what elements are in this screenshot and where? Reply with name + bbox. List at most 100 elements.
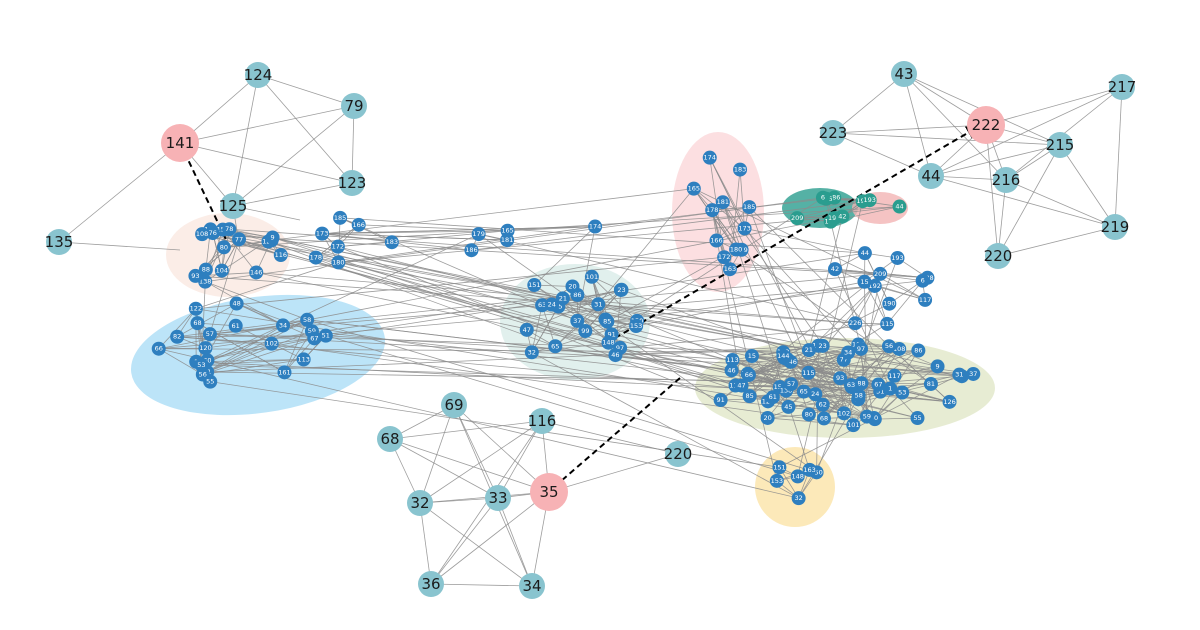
- network-node[interactable]: 174: [588, 219, 603, 234]
- network-node[interactable]: 173: [315, 226, 330, 241]
- network-node[interactable]: 6: [815, 190, 830, 205]
- network-node[interactable]: 165: [686, 181, 701, 196]
- network-node[interactable]: 226: [848, 316, 863, 331]
- network-node[interactable]: 66: [151, 341, 166, 356]
- network-node[interactable]: 181: [500, 233, 515, 248]
- network-node[interactable]: 47: [734, 378, 749, 393]
- network-node[interactable]: 209: [873, 266, 888, 281]
- network-node[interactable]: 80: [801, 407, 816, 422]
- network-node[interactable]: 32: [524, 345, 539, 360]
- subgraph-node[interactable]: 219: [1101, 214, 1130, 240]
- subgraph-node[interactable]: 43: [891, 61, 917, 87]
- network-node[interactable]: 163: [802, 462, 817, 477]
- network-node[interactable]: 15: [857, 274, 872, 289]
- subgraph-node[interactable]: 69: [441, 392, 467, 418]
- subgraph-node[interactable]: 79: [341, 93, 367, 119]
- subgraph-node[interactable]: 32: [407, 490, 433, 516]
- subgraph-node[interactable]: 35: [530, 473, 568, 511]
- network-node[interactable]: 209: [790, 211, 805, 226]
- network-node[interactable]: 23: [614, 282, 629, 297]
- network-node[interactable]: 174: [702, 150, 717, 165]
- network-node[interactable]: 101: [584, 269, 599, 284]
- network-node[interactable]: 101: [846, 418, 861, 433]
- network-node[interactable]: 78: [222, 222, 237, 237]
- network-node[interactable]: 21: [801, 343, 816, 358]
- network-node[interactable]: 183: [733, 162, 748, 177]
- network-node[interactable]: 117: [918, 292, 933, 307]
- network-node[interactable]: 76: [205, 226, 220, 241]
- network-node[interactable]: 185: [333, 210, 348, 225]
- network-node[interactable]: 120: [198, 341, 213, 356]
- network-node[interactable]: 185: [742, 200, 757, 215]
- network-node[interactable]: 65: [548, 339, 563, 354]
- network-node[interactable]: 186: [464, 243, 479, 258]
- network-node[interactable]: 55: [910, 411, 925, 426]
- network-node[interactable]: 117: [887, 368, 902, 383]
- network-node[interactable]: 56: [881, 339, 896, 354]
- network-node[interactable]: 166: [351, 217, 366, 232]
- network-node[interactable]: 183: [384, 235, 399, 250]
- network-node[interactable]: 46: [608, 348, 623, 363]
- network-node[interactable]: 166: [709, 233, 724, 248]
- network-node[interactable]: 122: [188, 301, 203, 316]
- network-node[interactable]: 63: [843, 378, 858, 393]
- network-node[interactable]: 126: [942, 394, 957, 409]
- network-node[interactable]: 61: [228, 318, 243, 333]
- network-node[interactable]: 178: [705, 203, 720, 218]
- network-node[interactable]: 193: [890, 250, 905, 265]
- network-node[interactable]: 161: [277, 365, 292, 380]
- network-node[interactable]: 31: [952, 367, 967, 382]
- network-node[interactable]: 193: [862, 193, 877, 208]
- network-node[interactable]: 21: [555, 291, 570, 306]
- network-node[interactable]: 37: [966, 366, 981, 381]
- network-node[interactable]: 15: [744, 349, 759, 364]
- network-node[interactable]: 20: [760, 410, 775, 425]
- network-node[interactable]: 59: [859, 409, 874, 424]
- network-node[interactable]: 108: [195, 227, 210, 242]
- subgraph-node[interactable]: 223: [819, 120, 848, 146]
- network-node[interactable]: 86: [911, 343, 926, 358]
- network-node[interactable]: 144: [776, 349, 791, 364]
- network-node[interactable]: 61: [765, 390, 780, 405]
- subgraph-node[interactable]: 141: [161, 124, 199, 162]
- network-node[interactable]: 148: [601, 335, 616, 350]
- subgraph-node[interactable]: 36: [418, 571, 444, 597]
- network-node[interactable]: 23: [815, 338, 830, 353]
- network-node[interactable]: 148: [790, 469, 805, 484]
- network-node[interactable]: 81: [923, 376, 938, 391]
- network-node[interactable]: 93: [833, 371, 848, 386]
- network-node[interactable]: 37: [570, 313, 585, 328]
- network-node[interactable]: 93: [188, 268, 203, 283]
- network-node[interactable]: 32: [791, 491, 806, 506]
- network-node[interactable]: 46: [724, 363, 739, 378]
- network-node[interactable]: 67: [871, 377, 886, 392]
- network-node[interactable]: 77: [232, 232, 247, 247]
- subgraph-node[interactable]: 220: [984, 243, 1013, 269]
- network-node[interactable]: 178: [308, 250, 323, 265]
- network-node[interactable]: 88: [198, 262, 213, 277]
- subgraph-node[interactable]: 68: [377, 426, 403, 452]
- network-node[interactable]: 65: [796, 384, 811, 399]
- network-node[interactable]: 115: [880, 316, 895, 331]
- network-node[interactable]: 172: [717, 250, 732, 265]
- network-node[interactable]: 85: [742, 389, 757, 404]
- subgraph-node[interactable]: 123: [338, 170, 367, 196]
- network-node[interactable]: 99: [578, 324, 593, 339]
- subgraph-node[interactable]: 33: [485, 485, 511, 511]
- network-node[interactable]: 45: [781, 399, 796, 414]
- network-node[interactable]: 115: [801, 365, 816, 380]
- network-node[interactable]: 104: [214, 263, 229, 278]
- network-node[interactable]: 153: [769, 473, 784, 488]
- network-node[interactable]: 190: [882, 296, 897, 311]
- subgraph-node[interactable]: 216: [992, 167, 1021, 193]
- network-node[interactable]: 31: [591, 297, 606, 312]
- network-node[interactable]: 58: [300, 312, 315, 327]
- network-node[interactable]: 48: [229, 296, 244, 311]
- network-node[interactable]: 44: [892, 199, 907, 214]
- network-node[interactable]: 172: [330, 239, 345, 254]
- network-node[interactable]: 62: [815, 397, 830, 412]
- subgraph-node[interactable]: 135: [45, 229, 74, 255]
- network-node[interactable]: 180: [729, 242, 744, 257]
- network-node[interactable]: 20: [565, 279, 580, 294]
- subgraph-node[interactable]: 125: [219, 193, 248, 219]
